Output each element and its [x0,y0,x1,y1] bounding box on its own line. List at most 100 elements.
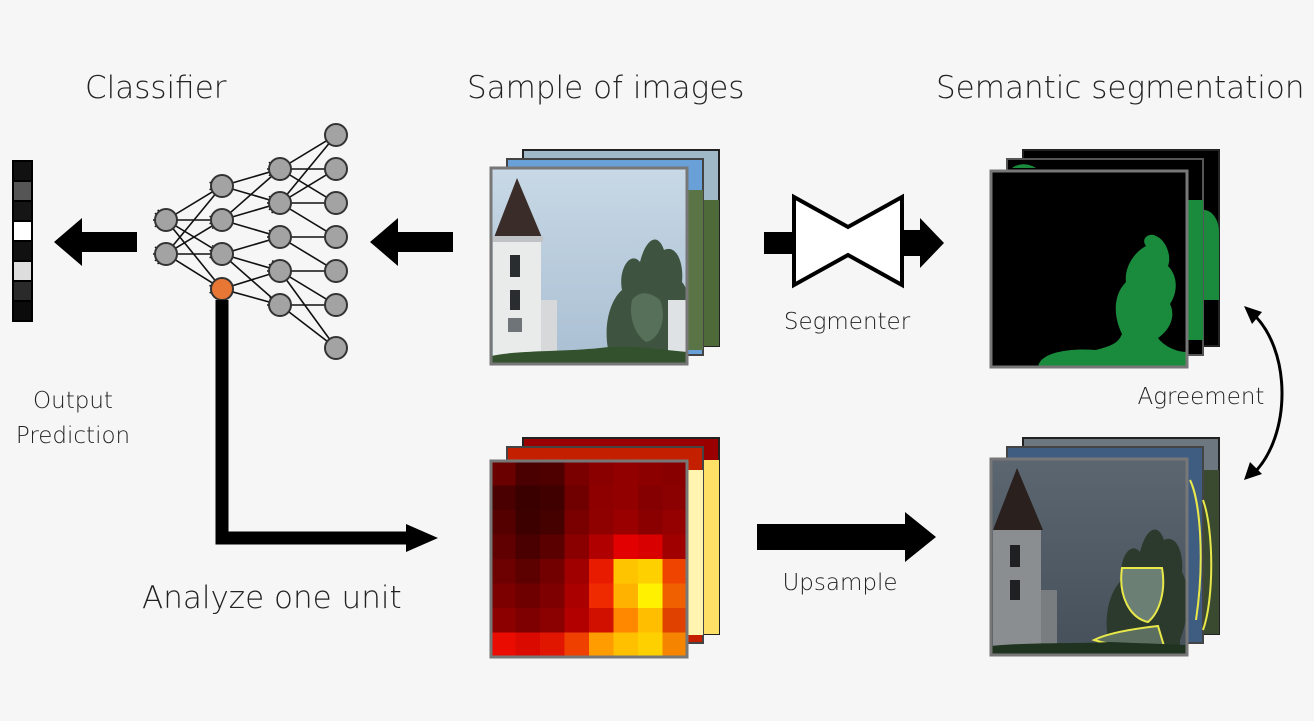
output-vector-cell [14,242,31,260]
heatmap-stack [489,437,720,659]
neuron [324,157,348,181]
neuron [154,208,178,232]
heatmap-cell [540,510,565,535]
heatmap-cell [589,461,614,486]
heatmap-cell [540,461,565,486]
heatmap-cell [589,608,614,633]
heatmap-cell [662,461,688,486]
heatmap-cell [491,608,516,633]
arrow-to-output [54,218,137,266]
heatmap-cell [564,485,590,511]
heatmap-cell [491,559,516,584]
heatmap-cell [491,534,516,560]
heatmap-cell [589,485,614,511]
heatmap-cell [564,632,590,658]
segmentation-heading: Semantic segmentation [936,70,1305,106]
output-vector-cell [14,222,31,240]
heatmap-cell [564,510,590,535]
segmentation-stack [989,149,1220,369]
classifier-heading: Classifier [85,70,227,106]
neuron [268,259,292,283]
neuron [268,225,292,249]
heatmap-cell [613,510,639,535]
neuron [324,225,348,249]
heatmap-cell [564,583,590,609]
neuron [324,191,348,215]
church-photo [491,168,687,364]
output-vector-frame [12,160,33,322]
church-photo-dimmed [991,459,1187,655]
heatmap-cell [613,559,639,584]
heatmap-cell [515,534,541,560]
heatmap-cell [564,461,590,486]
heatmap-cell [613,608,639,633]
output-vector-cell [14,182,31,200]
neuron [210,174,234,198]
heatmap-cell [613,461,639,486]
heatmap-cell [662,510,688,535]
heatmap-cell [491,583,516,609]
heatmap-cell [540,608,565,633]
heatmap-cell [564,608,590,633]
output-vector-cell [14,302,31,320]
heatmap-cell [540,583,565,609]
neuron [268,293,292,317]
sample-heading: Sample of images [467,70,744,106]
output-vector-cell [14,162,31,180]
heatmap-cell [515,559,541,584]
sample-images-stack [489,149,720,366]
heatmap-cell [491,632,516,658]
neuron [324,293,348,317]
heatmap-cell [589,510,614,535]
heatmap-cell [515,608,541,633]
heatmap-cell [491,485,516,511]
agreement-label: Agreement [1138,384,1265,410]
neuron [324,336,348,360]
heatmap-cell [638,559,663,584]
heatmap-cell [638,608,663,633]
heatmap-cell [638,583,663,609]
heatmap-cell [515,583,541,609]
heatmap-cell [515,461,541,486]
heatmap-cell [662,485,688,511]
heatmap-cell [662,534,688,560]
heatmap-cell [515,485,541,511]
heatmap-cell [638,632,663,658]
heatmap-cell [589,534,614,560]
heatmap-cell [540,632,565,658]
neuron [210,208,234,232]
heatmap-cell [491,510,516,535]
segmenter-arrow [764,193,944,289]
neuron [324,123,348,147]
heatmap-cell [638,485,663,511]
heatmap-cell [662,583,688,609]
heatmap-cell [638,510,663,535]
neuron [210,242,234,266]
classifier-network [154,123,348,360]
output-label-line1: Output [33,388,113,414]
selected-unit [210,277,234,301]
segmentation-mask [991,171,1187,367]
heatmap-cell [564,559,590,584]
segmenter-label: Segmenter [784,309,911,335]
heatmap-cell [613,632,639,658]
neuron [268,157,292,181]
segmenter-bowtie-icon [792,193,904,289]
heatmap-cell [515,510,541,535]
heatmap-cell [638,461,663,486]
heatmap-cell [515,632,541,658]
heatmap-cell [613,534,639,560]
heatmap-cell [613,485,639,511]
highlighted-images-stack [989,437,1220,657]
activation-heatmap [491,461,688,658]
arrow-to-classifier [370,218,453,266]
heatmap-cell [540,534,565,560]
neuron [268,191,292,215]
heatmap-cell [589,632,614,658]
output-prediction-vector [12,160,33,322]
output-vector-cell [14,202,31,220]
output-vector-cell [14,262,31,280]
network-connections [153,126,347,358]
